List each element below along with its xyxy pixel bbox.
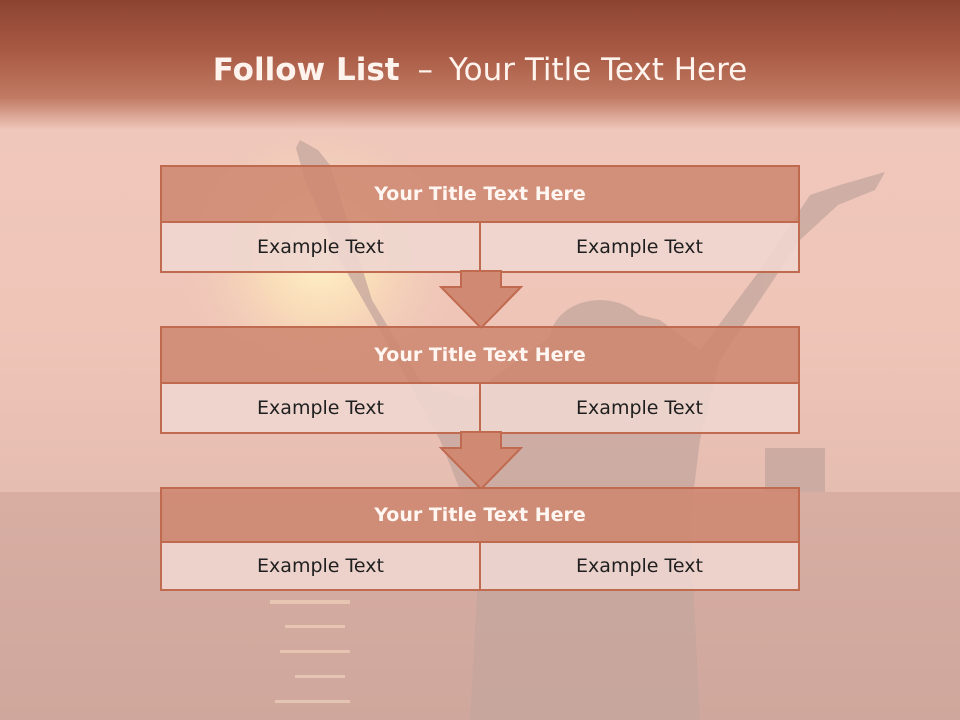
block-cell-right: Example Text (481, 223, 800, 273)
down-arrow-icon (439, 270, 523, 330)
title-subtitle: Your Title Text Here (448, 52, 748, 88)
list-block-1: Your Title Text Here Example Text Exampl… (160, 165, 800, 273)
list-block-3: Your Title Text Here Example Text Exampl… (160, 487, 800, 591)
slide-title: Follow List – Your Title Text Here (0, 52, 960, 88)
down-arrow-icon (439, 431, 523, 491)
block-cell-right: Example Text (481, 543, 800, 591)
title-separator: – (417, 52, 433, 88)
block-title: Your Title Text Here (160, 487, 800, 543)
block-cell-right: Example Text (481, 384, 800, 434)
block-row: Example Text Example Text (160, 223, 800, 273)
block-row: Example Text Example Text (160, 384, 800, 434)
block-title: Your Title Text Here (160, 165, 800, 223)
block-title: Your Title Text Here (160, 326, 800, 384)
list-block-2: Your Title Text Here Example Text Exampl… (160, 326, 800, 434)
block-cell-left: Example Text (160, 223, 481, 273)
block-cell-left: Example Text (160, 543, 481, 591)
header-band (0, 0, 960, 130)
block-row: Example Text Example Text (160, 543, 800, 591)
title-main: Follow List (212, 52, 400, 88)
block-cell-left: Example Text (160, 384, 481, 434)
